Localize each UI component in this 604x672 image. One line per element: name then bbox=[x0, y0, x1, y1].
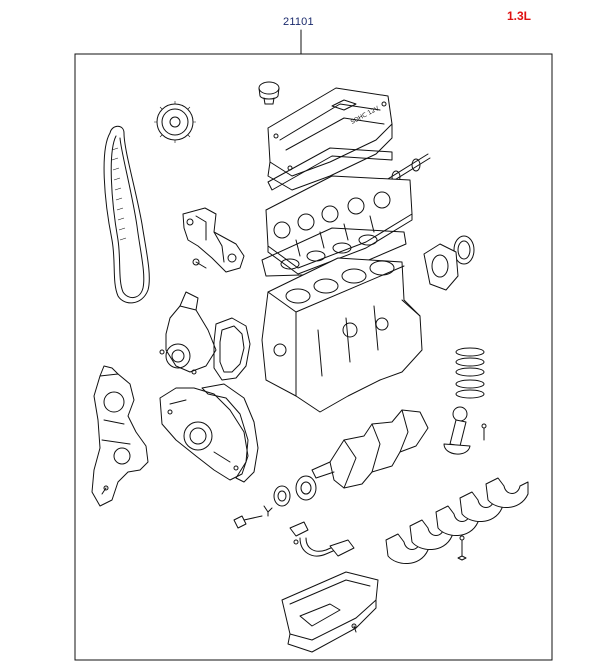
valve-cover-gasket bbox=[267, 147, 393, 191]
oil-pan bbox=[281, 571, 379, 653]
oil-filler-cap bbox=[258, 81, 280, 105]
engine-mount-bracket bbox=[182, 207, 245, 273]
valve-cover: SOHC 12V bbox=[267, 87, 393, 191]
head-gasket bbox=[261, 227, 407, 277]
main-bearing-bolts bbox=[457, 535, 467, 561]
rear-oil-seal bbox=[453, 235, 475, 265]
front-oil-seal bbox=[273, 485, 291, 507]
timing-belt bbox=[103, 125, 150, 304]
diagram-frame bbox=[74, 53, 553, 661]
oil-pickup-tube bbox=[289, 521, 355, 557]
water-pump-gasket bbox=[213, 317, 251, 381]
piston-rings bbox=[455, 347, 485, 399]
crankshaft bbox=[311, 409, 429, 489]
front-cover-gasket bbox=[201, 383, 259, 483]
water-pump bbox=[159, 291, 217, 375]
drain-plug bbox=[263, 505, 273, 517]
cylinder-block bbox=[261, 257, 423, 413]
rear-seal-housing bbox=[423, 243, 459, 291]
assembly-part-number: 21101 bbox=[283, 16, 314, 28]
crankshaft-bolt bbox=[233, 515, 263, 529]
front-cover-oil-pump bbox=[159, 387, 249, 481]
crankshaft-sprocket bbox=[295, 475, 317, 501]
engine-displacement-label: 1.3L bbox=[507, 9, 532, 23]
timing-belt-cover bbox=[91, 365, 149, 507]
connecting-rod bbox=[443, 406, 487, 455]
camshaft-sprocket bbox=[154, 101, 196, 143]
main-bearing-caps bbox=[385, 477, 529, 564]
